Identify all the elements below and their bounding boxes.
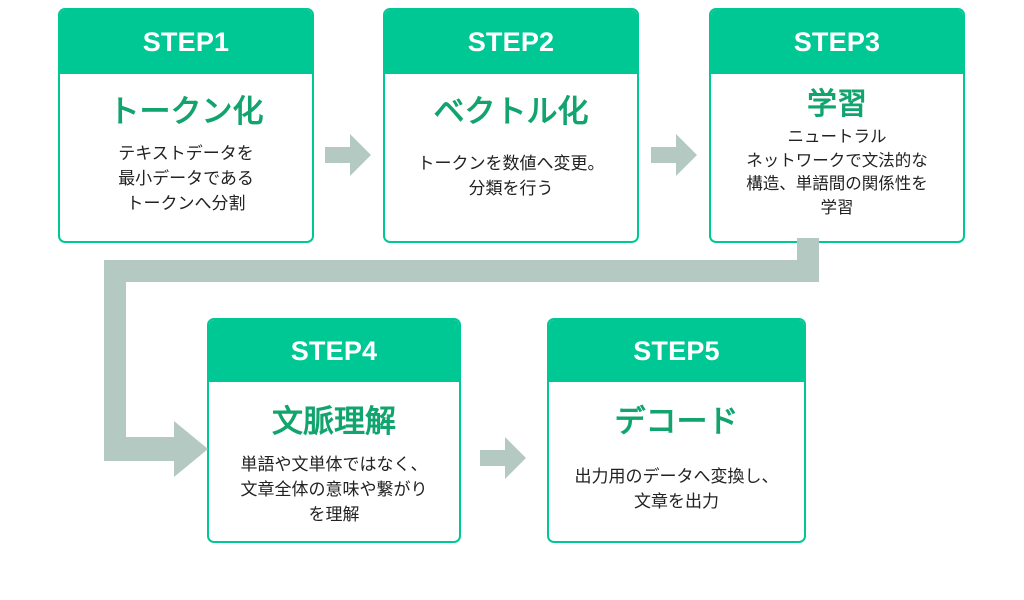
- step-badge-5: STEP5: [549, 320, 804, 382]
- step-title-3: 学習: [807, 88, 867, 121]
- arrow-right-icon-step2-to-step3: [651, 134, 697, 176]
- step-card-5[interactable]: STEP5 デコード 出力用のデータへ変換し、 文章を出力: [547, 318, 806, 543]
- step-title-4: 文脈理解: [272, 404, 396, 439]
- arrow-right-icon-step1-to-step2: [325, 134, 371, 176]
- arrow-right-icon-step4-to-step5: [480, 437, 526, 479]
- step-body-2: ベクトル化 トークンを数値へ変更。 分類を行う: [385, 74, 637, 241]
- step-card-4[interactable]: STEP4 文脈理解 単語や文単体ではなく、 文章全体の意味や繋がり を理解: [207, 318, 461, 543]
- step-description-4: 単語や文単体ではなく、 文章全体の意味や繋がり を理解: [240, 454, 428, 524]
- step-description-1: テキストデータを 最小データである トークンへ分割: [118, 143, 254, 213]
- step-body-1: トークン化 テキストデータを 最小データである トークンへ分割: [60, 74, 312, 241]
- step-body-4: 文脈理解 単語や文単体ではなく、 文章全体の意味や繋がり を理解: [209, 382, 459, 541]
- step-badge-2: STEP2: [385, 10, 637, 74]
- step-body-3: 学習 ニュートラル ネットワークで文法的な 構造、単語間の関係性を 学習: [711, 74, 963, 241]
- step-description-5: 出力用のデータへ変換し、 文章を出力: [574, 466, 779, 511]
- step-title-5: デコード: [614, 404, 739, 439]
- step-body-5: デコード 出力用のデータへ変換し、 文章を出力: [549, 382, 804, 541]
- step-title-2: ベクトル化: [433, 94, 589, 129]
- step-card-2[interactable]: STEP2 ベクトル化 トークンを数値へ変更。 分類を行う: [383, 8, 639, 243]
- elbow-arrow-icon-step3-to-step4: [104, 238, 864, 488]
- step-title-1: トークン化: [108, 94, 264, 129]
- step-description-3: ニュートラル ネットワークで文法的な 構造、単語間の関係性を 学習: [746, 128, 928, 217]
- step-description-2: トークンを数値へ変更。 分類を行う: [417, 153, 605, 198]
- step-badge-1: STEP1: [60, 10, 312, 74]
- step-badge-3: STEP3: [711, 10, 963, 74]
- step-card-3[interactable]: STEP3 学習 ニュートラル ネットワークで文法的な 構造、単語間の関係性を …: [709, 8, 965, 243]
- step-badge-4: STEP4: [209, 320, 459, 382]
- step-card-1[interactable]: STEP1 トークン化 テキストデータを 最小データである トークンへ分割: [58, 8, 314, 243]
